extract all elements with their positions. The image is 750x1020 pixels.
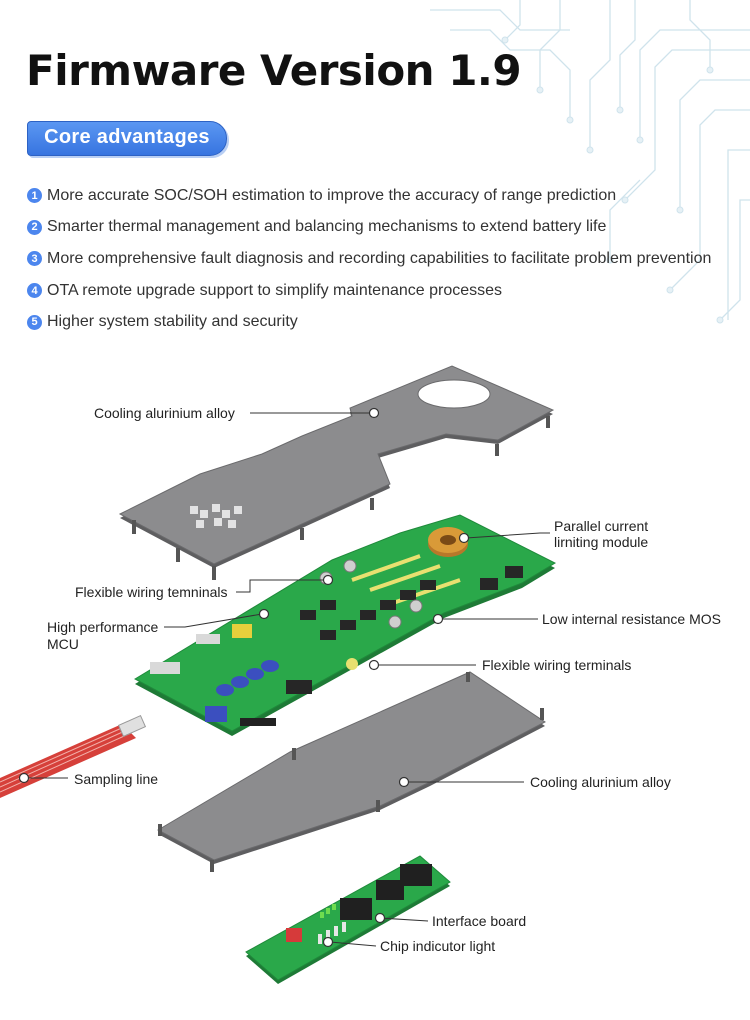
advantage-item: 5 Higher system stability and security [27,306,711,338]
label-mcu-line1: High performance [47,619,158,635]
callout-dot [18,772,30,784]
advantage-text: More accurate SOC/SOH estimation to impr… [47,186,617,204]
advantage-text: Higher system stability and security [47,313,298,331]
label-parallel-line1: Parallel current [554,518,648,534]
callout-dot [322,936,334,948]
advantages-list: 1 More accurate SOC/SOH estimation to im… [27,180,711,338]
callout-dot [322,574,334,586]
number-badge: 1 [27,188,42,204]
circuit-trace-decoration [430,0,750,324]
label-parallel-line2: lirniting module [554,534,648,550]
core-advantages-badge: Core advantages [27,121,227,156]
main-pcb-board [133,514,557,736]
label-mos: Low internal resistance MOS [542,611,721,627]
advantage-item: 3 More comprehensive fault diagnosis and… [27,243,711,275]
label-sampling: Sampling line [74,771,158,787]
callout-dot [398,776,410,788]
exploded-bms-diagram: Cooling alurinium alloy Parallel current… [0,365,721,984]
callout-dot [458,532,470,544]
number-badge: 5 [27,314,42,330]
label-mcu-line2: MCU [47,636,79,652]
number-badge: 3 [27,251,42,267]
advantage-item: 1 More accurate SOC/SOH estimation to im… [27,180,711,212]
advantage-item: 4 OTA remote upgrade support to simplify… [27,275,711,307]
advantage-text: OTA remote upgrade support to simplify m… [47,281,503,299]
top-cooling-plate [118,365,555,580]
number-badge: 4 [27,283,42,299]
number-badge: 2 [27,219,42,235]
callout-dot [374,912,386,924]
advantage-text: More comprehensive fault diagnosis and r… [47,249,712,267]
callout-dot [258,608,270,620]
callout-dot [368,407,380,419]
label-indicator: Chip indicutor light [380,938,495,954]
copper-toroid-inductor [428,527,468,557]
core-advantages-label: Core advantages [44,126,210,148]
label-interface: Interface board [432,913,526,929]
interface-pcb-board [245,855,451,984]
advantage-item: 2 Smarter thermal management and balanci… [27,212,711,244]
label-cooling-top: Cooling alurinium alloy [94,405,235,421]
advantage-text: Smarter thermal management and balancing… [47,218,607,236]
label-flexible-top: Flexible wiring temninals [75,584,228,600]
callout-dot [432,613,444,625]
page-title: Firmware Version 1.9 [26,46,522,95]
label-flexible-bottom: Flexible wiring terminals [482,657,631,673]
label-cooling-bottom: Cooling alurinium alloy [530,774,671,790]
callout-dot [368,659,380,671]
bottom-cooling-plate [156,671,546,872]
